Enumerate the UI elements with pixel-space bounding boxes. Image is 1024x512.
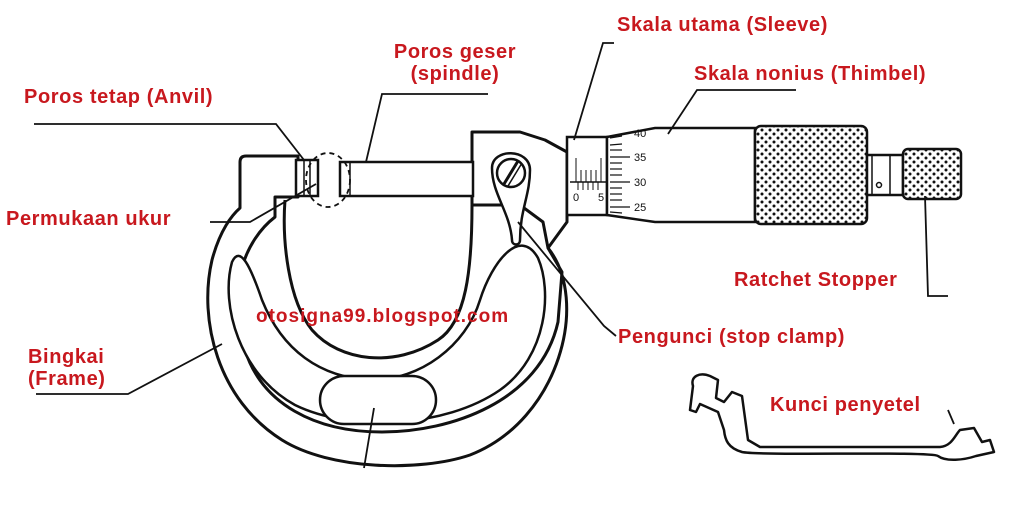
thimble-number-40: 40 [634,128,646,140]
thimble-number-30: 30 [634,177,646,189]
label-thimble: Skala nonius (Thimbel) [694,63,927,85]
thimble-number-25: 25 [634,202,646,214]
sleeve-number-5: 5 [598,192,604,204]
label-spindle-line1: Poros geser [393,41,517,63]
thimble: 40 35 30 25 [605,126,757,224]
label-adjusting-wrench: Kunci penyetel [770,394,921,416]
thimble-number-35: 35 [634,152,646,164]
label-spindle: Poros geser (spindle) [383,41,527,85]
ratchet-stopper [865,147,963,201]
sleeve: 0 5 [565,135,612,217]
label-measuring-face: Permukaan ukur [6,208,172,230]
label-anvil: Poros tetap (Anvil) [24,86,214,108]
frame-body [206,130,569,468]
label-spindle-line2: (spindle) [410,63,500,85]
label-frame-line2: (Frame) [28,368,106,390]
stop-clamp [490,152,532,246]
watermark-text: otosigna99.blogspot.com [256,306,510,327]
label-frame: Bingkai (Frame) [28,346,106,390]
thimble-knurled-grip [753,124,869,226]
adjusting-wrench [688,373,996,461]
spindle [338,160,475,198]
label-stop-clamp: Pengunci (stop clamp) [618,326,846,348]
sleeve-number-0: 0 [573,192,579,204]
label-ratchet-stopper: Ratchet Stopper [734,269,898,291]
leader-lines [34,42,955,469]
anvil [294,158,320,198]
measuring-face-highlight [305,152,351,208]
label-frame-line1: Bingkai [28,346,105,368]
label-sleeve: Skala utama (Sleeve) [617,14,828,36]
